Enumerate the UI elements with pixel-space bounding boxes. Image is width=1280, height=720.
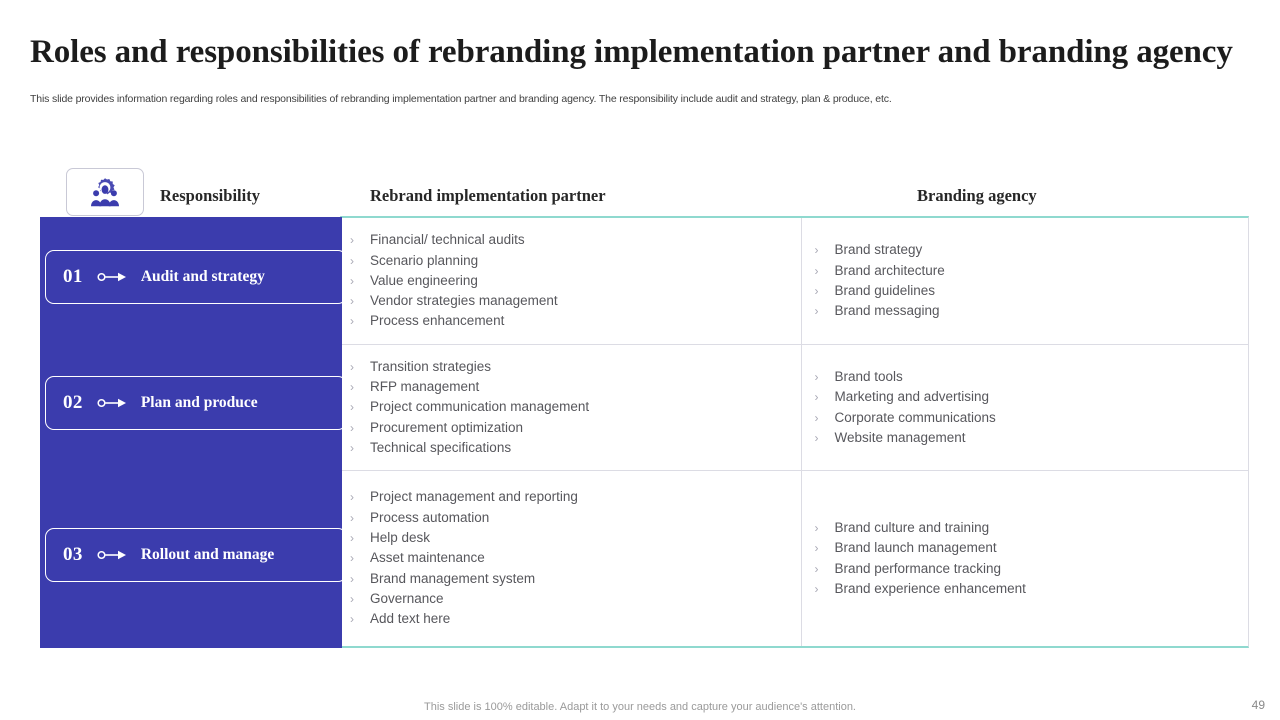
chevron-right-icon: › xyxy=(350,440,354,455)
list-item: ›Add text here xyxy=(350,609,801,629)
table-row: ›Financial/ technical audits ›Scenario p… xyxy=(341,218,1248,344)
chevron-right-icon: › xyxy=(350,510,354,525)
gear-people-icon xyxy=(66,168,144,216)
cell-partner-1: ›Financial/ technical audits ›Scenario p… xyxy=(341,218,801,344)
list-item: ›Brand tools xyxy=(814,367,1248,387)
cell-partner-2: ›Transition strategies ›RFP management ›… xyxy=(341,345,801,470)
bullet-list-partner-3: ›Project management and reporting ›Proce… xyxy=(350,487,801,629)
page-subtitle: This slide provides information regardin… xyxy=(30,93,892,105)
list-item: ›Brand performance tracking xyxy=(814,559,1248,579)
column-header-responsibility: Responsibility xyxy=(160,186,260,205)
chevron-right-icon: › xyxy=(350,420,354,435)
chevron-right-icon: › xyxy=(814,263,819,278)
list-item: ›Transition strategies xyxy=(350,357,801,377)
list-item: ›Project management and reporting xyxy=(350,487,801,507)
chevron-right-icon: › xyxy=(814,520,819,535)
list-item: ›Brand strategy xyxy=(814,240,1248,260)
list-item: ›Value engineering xyxy=(350,271,801,291)
list-item: ›Technical specifications xyxy=(350,438,801,458)
list-item: ›Corporate communications xyxy=(814,408,1248,428)
column-header-row: Responsibility Rebrand implementation pa… xyxy=(40,168,1250,218)
bullet-list-partner-2: ›Transition strategies ›RFP management ›… xyxy=(350,357,801,458)
bullet-list-agency-3: ›Brand culture and training ›Brand launc… xyxy=(814,518,1248,599)
chevron-right-icon: › xyxy=(814,561,819,576)
cell-partner-3: ›Project management and reporting ›Proce… xyxy=(341,471,801,646)
chevron-right-icon: › xyxy=(350,294,354,309)
list-item: ›Asset maintenance xyxy=(350,548,801,568)
chevron-right-icon: › xyxy=(814,581,819,596)
step-number: 01 xyxy=(63,266,83,287)
chevron-right-icon: › xyxy=(814,390,819,405)
chevron-right-icon: › xyxy=(350,612,354,627)
chevron-right-icon: › xyxy=(350,359,354,374)
chevron-right-icon: › xyxy=(350,314,354,329)
cell-agency-3: ›Brand culture and training ›Brand launc… xyxy=(801,471,1248,646)
list-item: ›Website management xyxy=(814,428,1248,448)
column-header-agency: Branding agency xyxy=(917,186,1037,205)
list-item: ›Scenario planning xyxy=(350,251,801,271)
chevron-right-icon: › xyxy=(350,380,354,395)
cell-agency-1: ›Brand strategy ›Brand architecture ›Bra… xyxy=(801,218,1248,344)
list-item: ›Brand messaging xyxy=(814,301,1248,321)
chevron-right-icon: › xyxy=(814,430,819,445)
page-title: Roles and responsibilities of rebranding… xyxy=(30,34,1233,70)
list-item: ›Financial/ technical audits xyxy=(350,230,801,250)
step-number: 02 xyxy=(63,392,83,413)
step-label: Plan and produce xyxy=(140,394,258,411)
chevron-right-icon: › xyxy=(350,571,354,586)
step-item-audit-and-strategy[interactable]: 01 Audit and strategy xyxy=(45,250,347,304)
chevron-right-icon: › xyxy=(350,591,354,606)
list-item: ›Process automation xyxy=(350,508,801,528)
chevron-right-icon: › xyxy=(814,541,819,556)
chevron-right-icon: › xyxy=(350,531,354,546)
list-item: ›Brand culture and training xyxy=(814,518,1248,538)
step-item-rollout-and-manage[interactable]: 03 Rollout and manage xyxy=(45,528,347,582)
list-item: ›Vendor strategies management xyxy=(350,291,801,311)
chevron-right-icon: › xyxy=(814,304,819,319)
chevron-right-icon: › xyxy=(814,369,819,384)
column-header-partner: Rebrand implementation partner xyxy=(370,186,606,205)
list-item: ›Procurement optimization xyxy=(350,418,801,438)
list-item: ›Help desk xyxy=(350,528,801,548)
chevron-right-icon: › xyxy=(814,284,819,298)
chevron-right-icon: › xyxy=(814,410,819,425)
list-item: ›RFP management xyxy=(350,377,801,397)
step-label: Rollout and manage xyxy=(140,546,275,563)
circle-arrow-right-icon xyxy=(97,549,127,561)
list-item: ›Governance xyxy=(350,589,801,609)
cell-agency-2: ›Brand tools ›Marketing and advertising … xyxy=(801,345,1248,470)
list-item: ›Project communication management xyxy=(350,397,801,417)
chevron-right-icon: › xyxy=(350,233,354,248)
list-item: ›Brand experience enhancement xyxy=(814,579,1248,599)
circle-arrow-right-icon xyxy=(97,397,127,409)
bullet-list-agency-2: ›Brand tools ›Marketing and advertising … xyxy=(814,367,1248,448)
step-number: 03 xyxy=(63,544,83,565)
footer-note: This slide is 100% editable. Adapt it to… xyxy=(424,701,856,713)
chevron-right-icon: › xyxy=(350,273,354,288)
chevron-right-icon: › xyxy=(350,253,354,268)
list-item: ›Brand guidelines xyxy=(814,281,1248,301)
responsibility-steps-panel: 01 Audit and strategy 02 Plan and produc… xyxy=(40,217,347,648)
circle-arrow-right-icon xyxy=(97,271,127,283)
list-item: ›Brand architecture xyxy=(814,261,1248,281)
list-item: ›Marketing and advertising xyxy=(814,387,1248,407)
list-item: ›Brand launch management xyxy=(814,538,1248,558)
chevron-right-icon: › xyxy=(350,490,354,505)
list-item: ›Brand management system xyxy=(350,569,801,589)
chevron-right-icon: › xyxy=(814,243,819,258)
bullet-list-agency-1: ›Brand strategy ›Brand architecture ›Bra… xyxy=(814,240,1248,321)
responsibilities-table: ›Financial/ technical audits ›Scenario p… xyxy=(340,216,1249,648)
list-item: ›Process enhancement xyxy=(350,311,801,331)
step-label: Audit and strategy xyxy=(140,268,265,285)
bullet-list-partner-1: ›Financial/ technical audits ›Scenario p… xyxy=(350,230,801,331)
page-number: 49 xyxy=(1251,698,1265,712)
table-row: ›Project management and reporting ›Proce… xyxy=(341,470,1248,646)
step-item-plan-and-produce[interactable]: 02 Plan and produce xyxy=(45,376,347,430)
chevron-right-icon: › xyxy=(350,551,354,566)
chevron-right-icon: › xyxy=(350,400,354,415)
table-row: ›Transition strategies ›RFP management ›… xyxy=(341,344,1248,470)
